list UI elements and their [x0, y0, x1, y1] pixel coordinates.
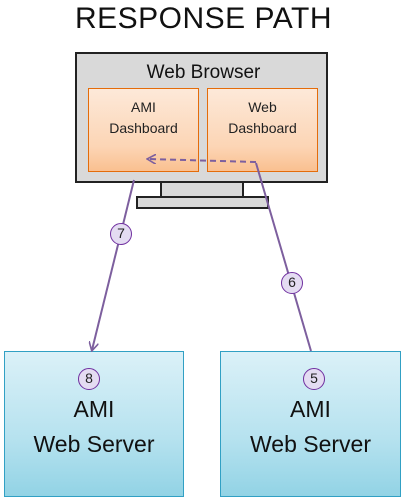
response-line-from-server-right: [255, 162, 312, 352]
ami-web-server-right: AMI Web Server: [220, 351, 401, 497]
browser-label: Web Browser: [146, 62, 261, 83]
step-badge-5: 5: [303, 368, 325, 390]
ami-dashboard-label: AMI Dashboard: [109, 99, 178, 136]
monitor-neck: [160, 183, 244, 197]
server-left-label: AMI Web Server: [33, 396, 155, 457]
step-badge-7: 7: [110, 223, 132, 245]
web-dashboard-label: Web Dashboard: [228, 99, 297, 136]
server-right-label: AMI Web Server: [249, 396, 371, 457]
ami-dashboard-panel: AMI Dashboard: [88, 88, 199, 172]
dashed-arrow-web-to-ami: [148, 159, 257, 162]
response-line-to-server-left: [92, 179, 135, 350]
web-dashboard-panel: Web Dashboard: [207, 88, 318, 172]
step-badge-6: 6: [281, 272, 303, 294]
diagram-title: RESPONSE PATH: [74, 2, 333, 35]
step-badge-8: 8: [78, 368, 100, 390]
